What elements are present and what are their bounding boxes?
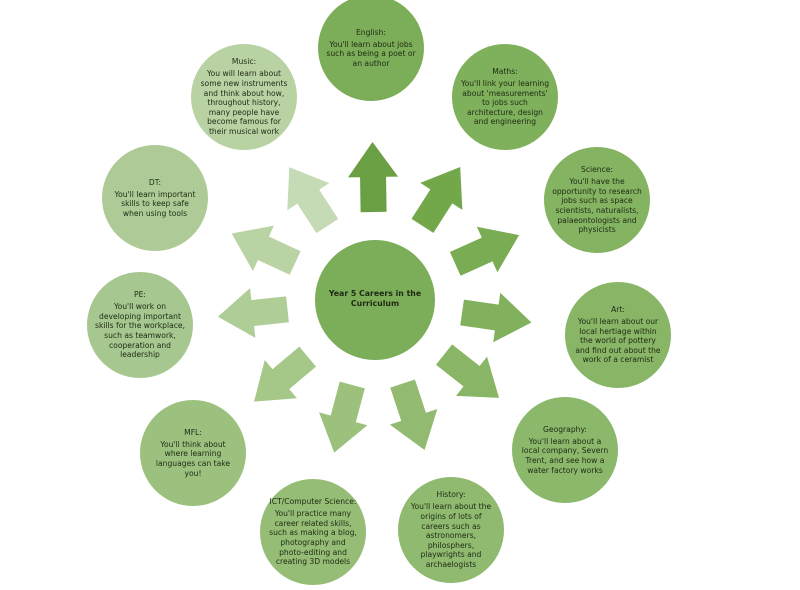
subject-description: You'll learn important skills to keep sa… (114, 189, 196, 218)
subject-title: MFL: (184, 427, 202, 437)
subject-description: You'll learn about our local hertiage wi… (575, 317, 661, 365)
subject-title: ICT/Computer Science: (269, 497, 357, 507)
subject-node-pe: PE: You'll work on developing important s… (87, 272, 193, 378)
subject-title: DT: (148, 177, 162, 187)
subject-node-english: English: You'll learn about jobs such as … (318, 0, 424, 101)
subject-description: You'll link your learning about 'measure… (460, 79, 550, 127)
subject-title: Art: (611, 305, 625, 315)
arrow-to-pe (217, 288, 289, 338)
subject-description: You will learn about some new instrument… (200, 69, 288, 136)
subject-description: You'll learn about jobs such as being a … (326, 39, 416, 68)
subject-node-science: Science: You'll have the opportunity to r… (544, 147, 650, 253)
subject-node-mfl: MFL: You'll think about where learning la… (140, 400, 246, 506)
subject-node-geography: Geography: You'll learn about a local com… (512, 397, 618, 503)
subject-title: PE: (134, 290, 146, 300)
subject-title: Music: (231, 57, 257, 67)
center-title: Year 5 Careers in the Curriculum (328, 288, 422, 308)
subject-title: Science: (581, 165, 613, 175)
subject-node-maths: Maths: You'll link your learning about 'm… (452, 44, 558, 150)
subject-description: You'll learn about a local company, Seve… (521, 436, 609, 475)
arrow-to-mfl (254, 346, 317, 402)
subject-title: Geography: (543, 424, 587, 434)
subject-node-art: Art: You'll learn about our local hertiag… (565, 282, 671, 388)
subject-node-dt: DT: You'll learn important skills to keep… (102, 145, 208, 251)
arrow-to-music (287, 167, 339, 234)
arrow-to-art (460, 292, 532, 343)
subject-node-music: Music: You will learn about some new inst… (191, 44, 297, 150)
subject-description: You'll have the opportunity to research … (552, 177, 642, 235)
arrow-to-geography (436, 344, 500, 398)
center-node: Year 5 Careers in the Curriculum (315, 240, 435, 360)
arrow-to-ictcomputerscience (319, 381, 368, 453)
arrow-to-science (449, 226, 520, 276)
arrow-to-english (348, 142, 399, 213)
subject-title: Maths: (492, 67, 518, 77)
subject-title: English: (356, 27, 386, 37)
subject-description: You'll work on developing important skil… (95, 302, 186, 360)
subject-node-history: History: You'll learn about the origins o… (398, 477, 504, 583)
arrow-to-dt (231, 225, 301, 275)
arrow-to-history (389, 379, 438, 451)
subject-description: You'll practice many career related skil… (269, 509, 357, 567)
subject-title: History: (436, 490, 466, 500)
subject-node-ictcomputerscience: ICT/Computer Science: You'll practice man… (260, 479, 366, 585)
subject-description: You'll learn about the origins of lots o… (410, 502, 492, 569)
subject-description: You'll think about where learning langua… (155, 439, 231, 478)
arrow-to-maths (411, 166, 463, 233)
